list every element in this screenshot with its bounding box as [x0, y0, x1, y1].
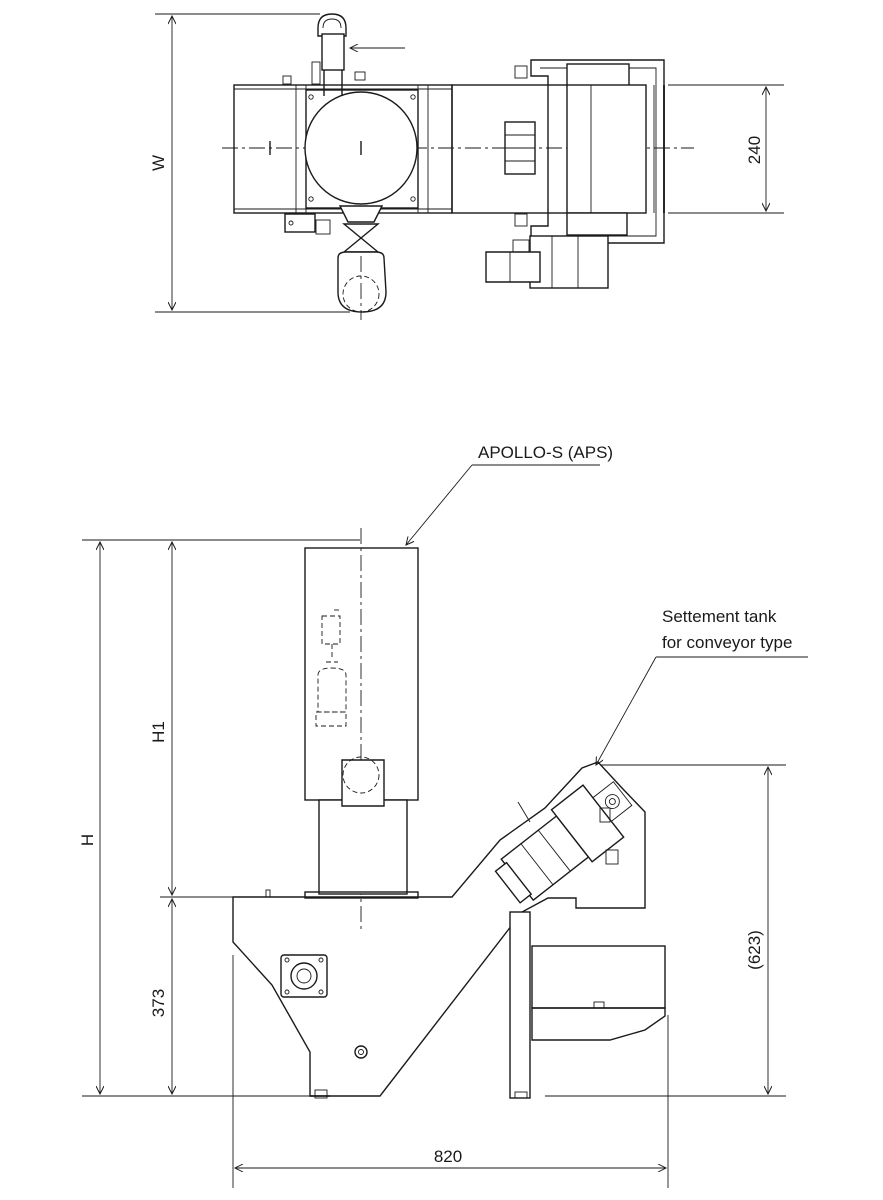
- side-view: APOLLO-S (APS) Settement tank for convey…: [78, 443, 808, 1188]
- base-housing: [232, 761, 646, 1099]
- dimension-h: H: [78, 539, 360, 1097]
- dimension-820: 820: [232, 955, 669, 1188]
- conveyor-motor: [494, 781, 633, 904]
- callout-tank-line2: for conveyor type: [662, 633, 792, 652]
- dim-label-240: 240: [745, 136, 764, 164]
- plan-conveyor: [451, 59, 665, 289]
- dimension-373: 373: [149, 899, 172, 1094]
- dim-label-623: (623): [745, 930, 764, 970]
- dim-label-w: W: [149, 155, 168, 171]
- dim-label-820: 820: [434, 1147, 462, 1166]
- suction-handle: [282, 13, 366, 96]
- dim-label-373: 373: [149, 989, 168, 1017]
- callout-apollo: APOLLO-S (APS): [406, 443, 613, 545]
- dimension-h1: H1: [149, 542, 233, 898]
- plan-body: [233, 84, 453, 214]
- dimension-240: 240: [668, 84, 784, 214]
- callout-tank-line1: Settement tank: [662, 607, 777, 626]
- callout-apollo-label: APOLLO-S (APS): [478, 443, 613, 462]
- callout-tank: Settement tank for conveyor type: [596, 607, 808, 765]
- dim-label-h1: H1: [149, 721, 168, 743]
- dimension-623: (623): [545, 764, 786, 1097]
- dimension-w: W: [149, 13, 350, 313]
- settlement-tank: [509, 911, 666, 1099]
- dim-label-h: H: [78, 834, 97, 846]
- top-view: W: [149, 13, 784, 320]
- apollo-body: [304, 547, 419, 899]
- discharge-valve: [284, 205, 387, 320]
